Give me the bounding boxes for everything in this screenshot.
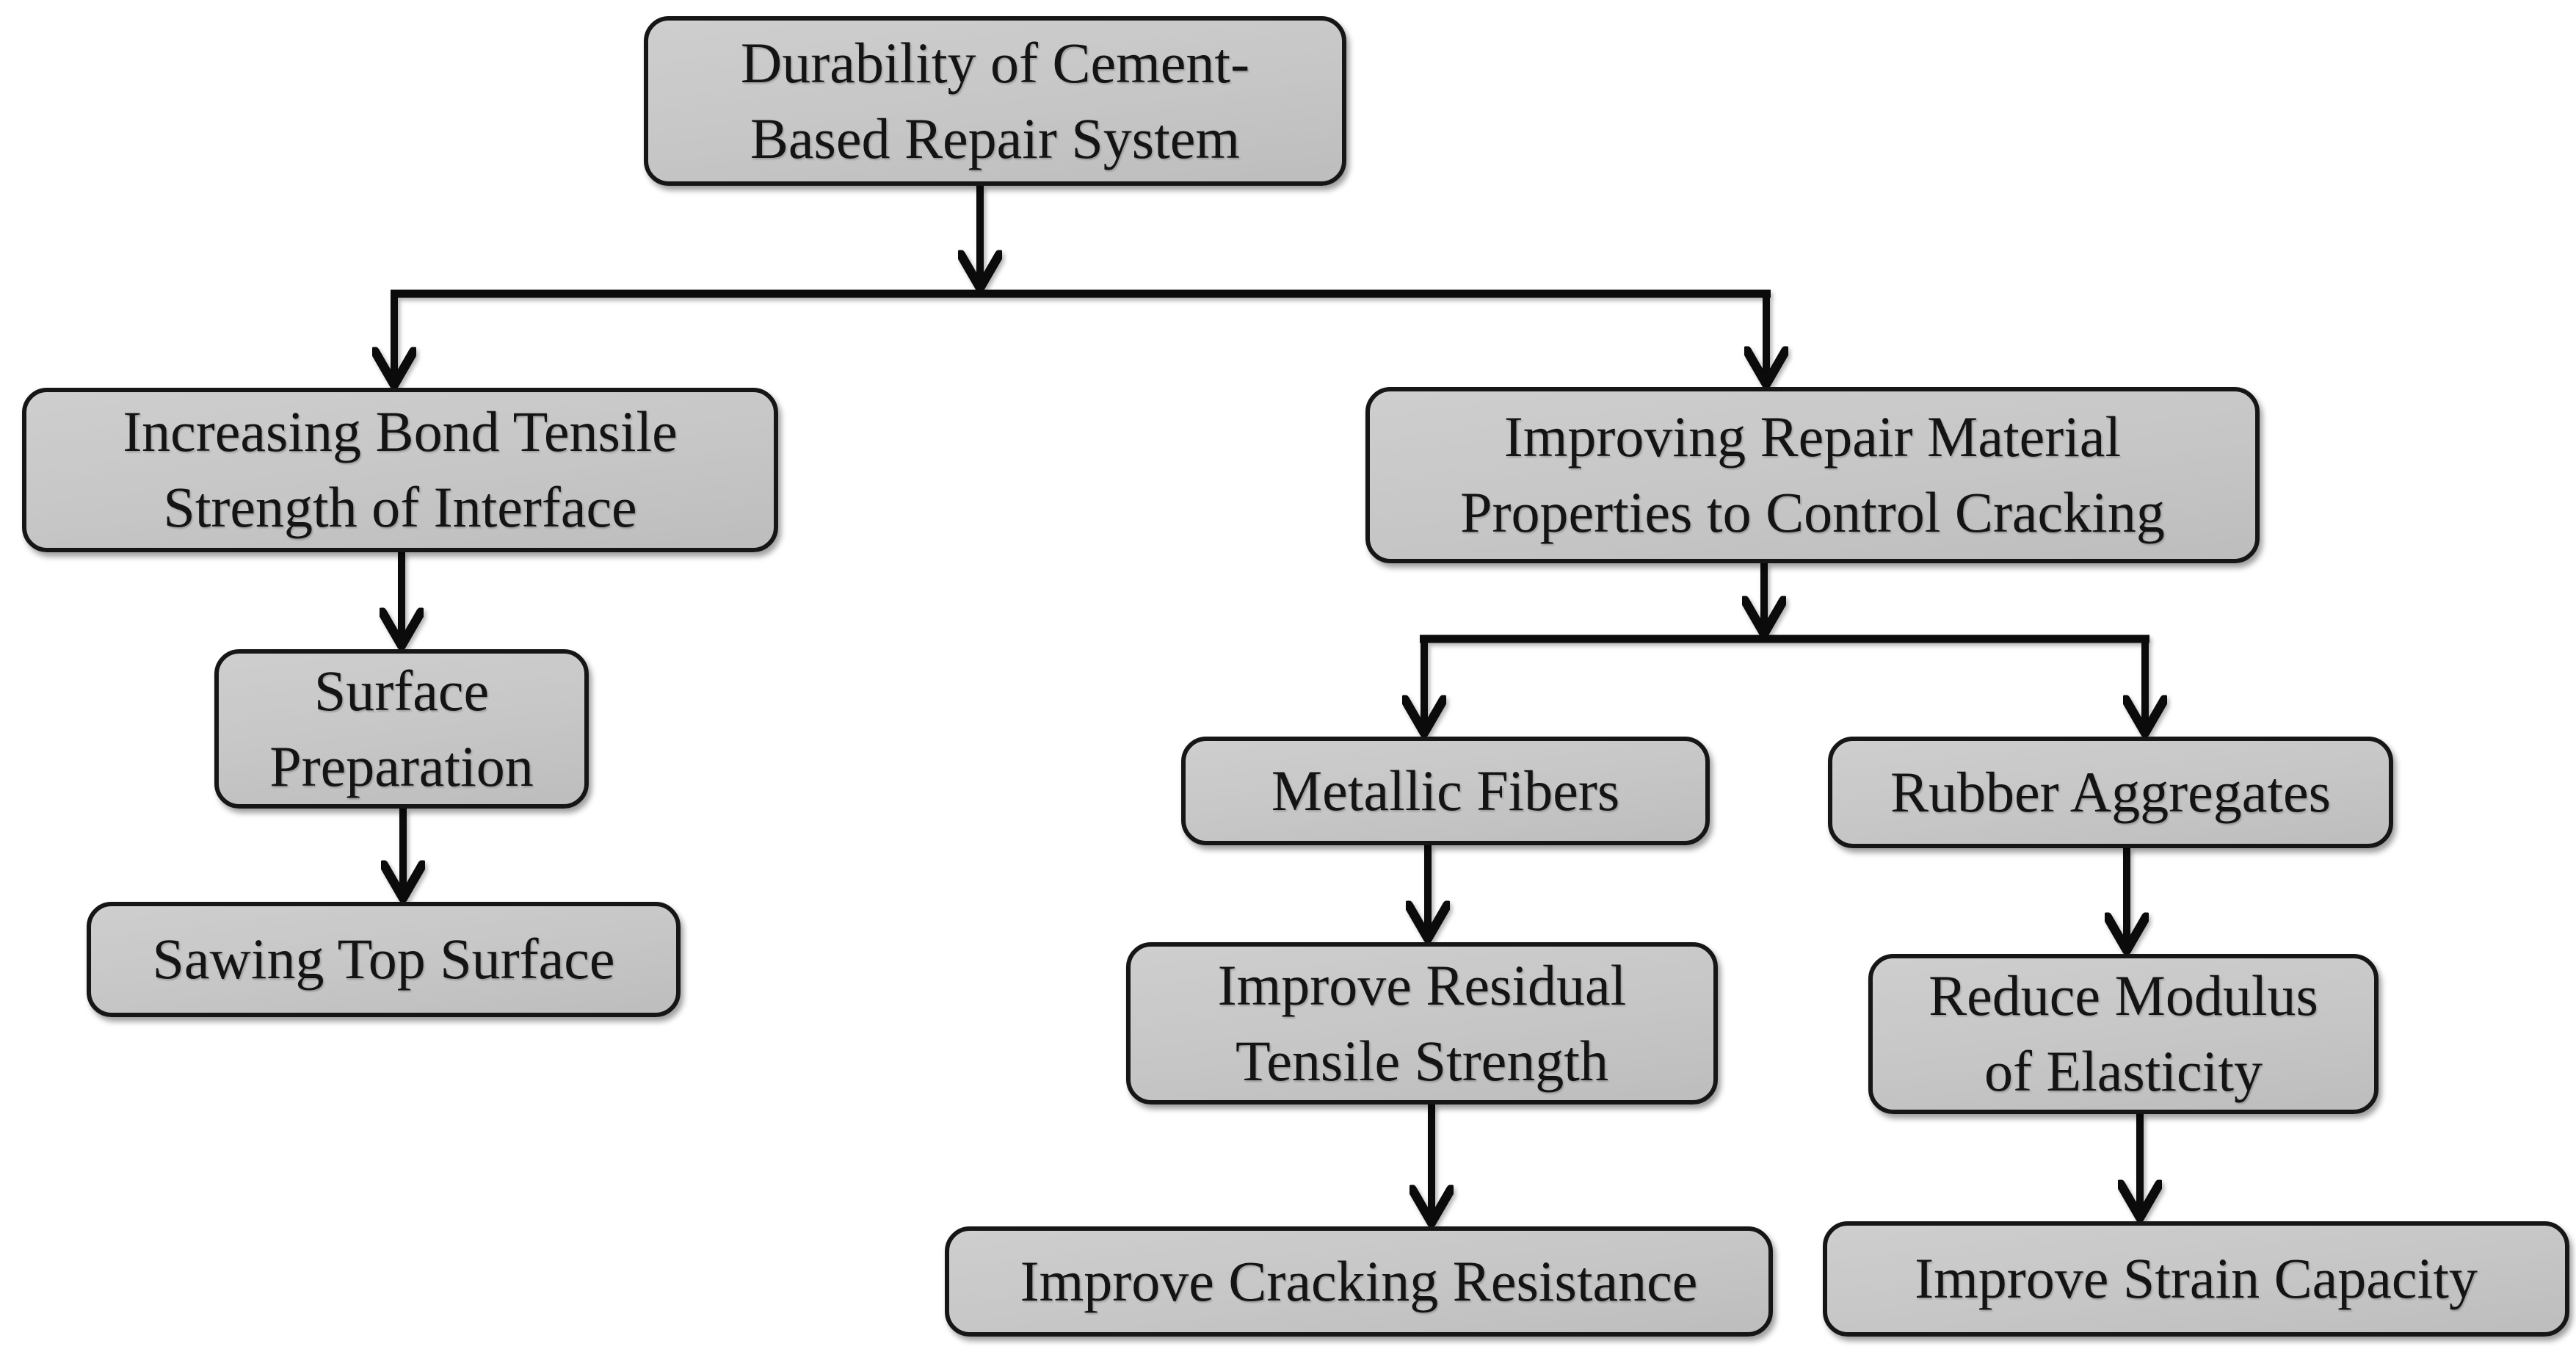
node-improve-cracking-resistance: Improve Cracking Resistance xyxy=(945,1226,1773,1337)
node-rubber-aggregates: Rubber Aggregates xyxy=(1828,737,2393,848)
node-label: Improve Strain Capacity xyxy=(1915,1246,2478,1311)
node-label: Sawing Top Surface xyxy=(152,927,615,991)
node-label: Improving Repair Material Properties to … xyxy=(1460,405,2165,544)
node-label: Increasing Bond Tensile Strength of Inte… xyxy=(123,400,678,539)
node-label: Improve Residual Tensile Strength xyxy=(1217,952,1627,1093)
node-improve-residual-tensile-strength: Improve Residual Tensile Strength xyxy=(1126,942,1718,1104)
node-label: Rubber Aggregates xyxy=(1890,759,2331,824)
node-improve-strain-capacity: Improve Strain Capacity xyxy=(1823,1221,2569,1337)
node-label: Surface Preparation xyxy=(269,658,534,798)
node-reduce-modulus-of-elasticity: Reduce Modulus of Elasticity xyxy=(1868,954,2379,1114)
node-surface-preparation: Surface Preparation xyxy=(214,649,589,809)
node-label: Durability of Cement- Based Repair Syste… xyxy=(740,30,1250,170)
node-metallic-fibers: Metallic Fibers xyxy=(1181,737,1710,845)
node-sawing-top-surface: Sawing Top Surface xyxy=(87,902,681,1017)
node-label: Improve Cracking Resistance xyxy=(1020,1248,1698,1313)
node-improving-repair-material-properties: Improving Repair Material Properties to … xyxy=(1365,387,2260,563)
node-label: Reduce Modulus of Elasticity xyxy=(1929,964,2318,1103)
node-increasing-bond-tensile-strength: Increasing Bond Tensile Strength of Inte… xyxy=(22,388,778,552)
node-label: Metallic Fibers xyxy=(1271,758,1620,822)
node-durability-of-cement-based-repair-system: Durability of Cement- Based Repair Syste… xyxy=(644,16,1346,186)
